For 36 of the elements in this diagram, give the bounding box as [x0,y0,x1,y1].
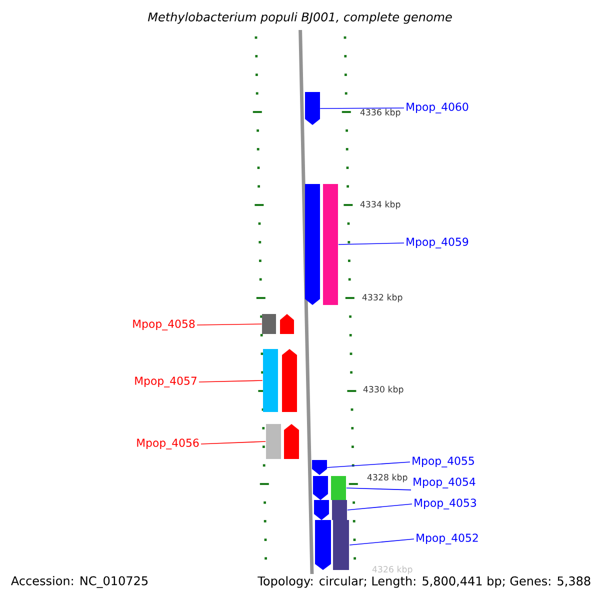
leader-line [200,441,266,444]
scale-label: 4334 kbp [360,200,400,210]
gene-label: Mpop_4054 [414,478,476,488]
gene-label: Mpop_4057 [135,376,196,388]
leader-line [326,462,410,468]
gene-label: Mpop_4052 [416,534,478,544]
gene-block [313,476,346,500]
gene-label: Mpop_4059 [406,238,468,248]
leader-line [349,538,414,546]
leader-line [196,324,262,326]
accession-text: Accession: NC_010725 [11,576,148,588]
gene-block [315,520,349,570]
gene-block [262,314,294,334]
leader-line [198,380,263,382]
gene-block [312,460,327,475]
gene-block [266,424,299,459]
gene-label: Mpop_4058 [133,320,195,330]
leader-line [346,488,412,490]
leader-line [338,242,404,245]
leader-line [320,108,404,109]
gene-label: Mpop_4056 [137,438,199,450]
leader-line [347,504,412,510]
scale-label: 4330 kbp [363,386,404,394]
gene-label: Mpop_4055 [412,456,474,468]
gene-block [314,500,347,520]
gene-label: Mpop_4060 [406,102,468,114]
scale-label: 4332 kbp [362,294,402,302]
title: Methylobacterium populi BJ001, complete genome [148,12,452,24]
scale-label: 4336 kbp [360,108,400,118]
scale-label: 4328 kbp [367,474,408,482]
gene-label: Mpop_4053 [414,498,476,510]
gene-block [305,92,320,125]
genome-info-text: Topology: circular; Length: 5,800,441 bp; Genes: 5,388 [258,576,590,588]
scale-label: 4326 kbp [372,566,412,574]
gene-block [305,184,338,305]
gene-block [263,349,297,412]
